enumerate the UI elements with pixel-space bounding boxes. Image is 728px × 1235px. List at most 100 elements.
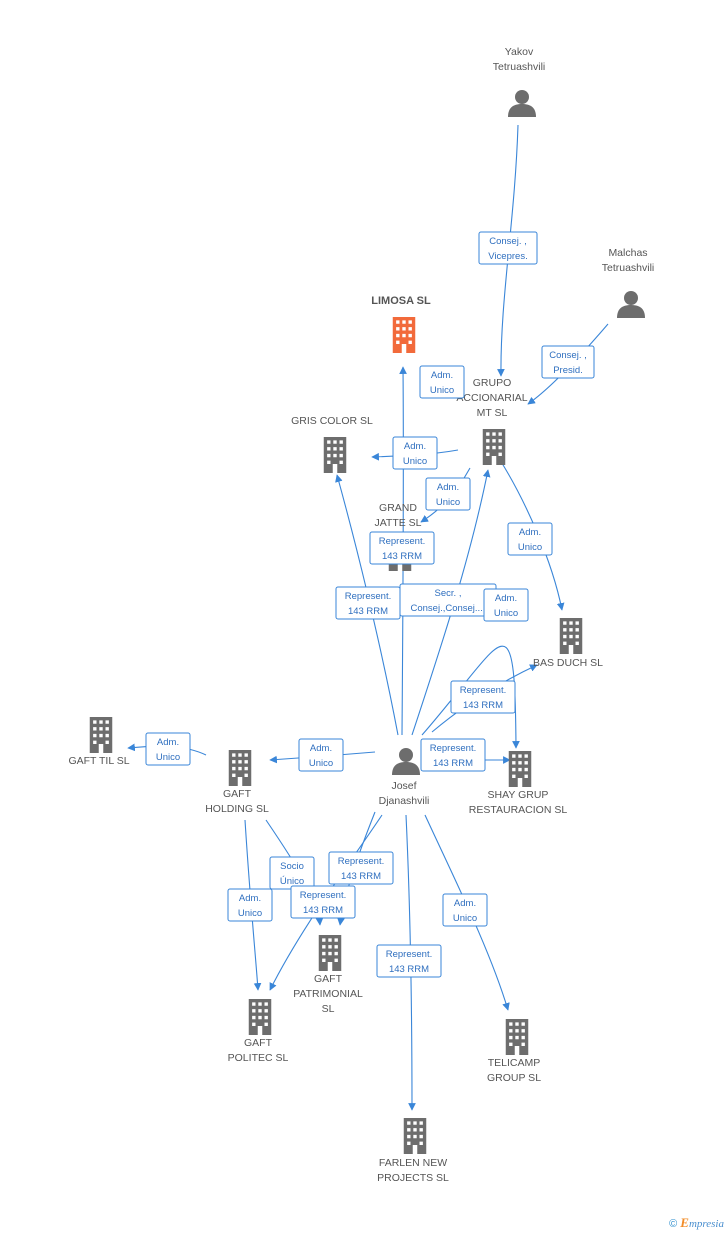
node-limosa[interactable]: LIMOSA SL: [371, 295, 431, 353]
node-label: GAFT TIL SL: [68, 755, 129, 767]
person-icon: [392, 748, 420, 775]
edge-label-line: Adm.: [404, 441, 426, 452]
edge-label-line: Adm.: [157, 737, 179, 748]
edge-label-line: 143 RRM: [389, 964, 429, 975]
edge-label-line: Adm.: [239, 893, 261, 904]
edge-label-line: Unico: [430, 385, 454, 396]
node-label: FARLEN NEW: [379, 1157, 447, 1169]
brand-footer: © Empresia: [669, 1215, 724, 1231]
edge-label-grupo-to-limosa[interactable]: Adm. Unico: [419, 365, 465, 399]
edge-label-line: Consej. ,: [549, 350, 587, 361]
edge-label-gafth-to-gaftpol[interactable]: Adm. Unico: [227, 888, 273, 922]
edge-label-line: Adm.: [310, 743, 332, 754]
edge-label-josef-to-basduch[interactable]: Represent.143 RRM: [450, 680, 516, 714]
edge-label-line: Unico: [518, 542, 542, 553]
node-grupo[interactable]: GRUPO ACCIONARIAL MT SL: [456, 377, 528, 465]
node-label: SL: [322, 1003, 335, 1015]
edge-label-box: [392, 436, 438, 470]
company-building-icon: [508, 751, 532, 787]
edge-label-line: 143 RRM: [463, 700, 503, 711]
node-label: TELICAMP: [488, 1057, 541, 1069]
node-gafttil[interactable]: GAFT TIL SL: [68, 717, 130, 767]
focus-company-icon: [392, 317, 416, 353]
node-label: GRUPO: [473, 377, 512, 389]
edge-label-line: 143 RRM: [348, 606, 388, 617]
edge-label-box: [483, 588, 529, 622]
edge-label-line: Represent.: [300, 890, 346, 901]
edge-label-josef-to-gafth[interactable]: Adm.Unico: [298, 738, 344, 772]
edge-label-line: Secr. ,: [435, 588, 462, 599]
edge-label-box: [450, 680, 516, 714]
edge-label-malchas-to-grupo[interactable]: Consej. , Presid.: [541, 345, 595, 379]
edge-label-line: Adm.: [454, 898, 476, 909]
node-label: BAS DUCH SL: [533, 657, 603, 669]
edge-label-line: Unico: [436, 497, 460, 508]
edge-label-line: Consej. ,: [489, 236, 527, 247]
edge-label-josef-to-gris[interactable]: Represent. 143 RRM: [335, 586, 401, 620]
edge-label-josef-to-farlen[interactable]: Represent.143 RRM: [376, 944, 442, 978]
edge-label-gafth-to-gafttil[interactable]: Adm.Unico: [145, 732, 191, 766]
node-label: Malchas: [608, 247, 647, 259]
edge-label-line: Consej.,Consej....: [411, 603, 486, 614]
node-telicamp[interactable]: TELICAMP GROUP SL: [487, 1019, 541, 1084]
node-label: Tetruashvili: [602, 262, 655, 274]
edge-label-line: 143 RRM: [341, 871, 381, 882]
edge-label-line: 143 RRM: [303, 905, 343, 916]
brand-initial: E: [680, 1215, 689, 1230]
edge-label-line: Represent.: [345, 591, 391, 602]
edge-label-box: [442, 893, 488, 927]
edge-label-grupo-to-gris[interactable]: Adm.Unico: [392, 436, 438, 470]
node-label: JATTE SL: [374, 517, 421, 529]
edge-labels-layer: Consej. ,Vicepres.Consej. ,Presid.Adm.Un…: [145, 231, 595, 978]
edge-label-josef-to-shay[interactable]: Adm.Unico: [483, 588, 529, 622]
edge-label-box: [145, 732, 191, 766]
company-building-icon: [403, 1118, 427, 1154]
person-icon: [508, 90, 536, 117]
edge-label-josef-to-shay[interactable]: Represent.143 RRM: [420, 738, 486, 772]
edge-gafth-to-gaftpol: [244, 819, 262, 991]
brand-name: mpresia: [688, 1218, 724, 1230]
edge-label-grupo-to-grand[interactable]: Adm.Unico: [425, 477, 471, 511]
edge-label-box: [507, 522, 553, 556]
edge-label-line: Unico: [453, 913, 477, 924]
edge-label-box: [541, 345, 595, 379]
edge-label-yakov-to-grupo[interactable]: Consej. , Vicepres.: [478, 231, 538, 265]
node-basduch[interactable]: BAS DUCH SL: [533, 618, 603, 669]
node-label: GROUP SL: [487, 1072, 541, 1084]
edge-label-line: Unico: [238, 908, 262, 919]
copyright-symbol: ©: [669, 1218, 678, 1230]
edge-label-line: Represent.: [379, 536, 425, 547]
edge-label-line: Único: [280, 876, 304, 887]
node-label: ACCIONARIAL: [456, 392, 527, 404]
edge-label-line: Vicepres.: [488, 251, 527, 262]
edge-label-box: [290, 885, 356, 919]
edge-label-josef-to-telicamp[interactable]: Adm. Unico: [442, 893, 488, 927]
node-label: MT SL: [477, 407, 508, 419]
edge-label-line: 143 RRM: [382, 551, 422, 562]
company-building-icon: [228, 750, 252, 786]
node-gris[interactable]: GRIS COLOR SL: [291, 415, 373, 473]
edge-label-box: [369, 531, 435, 565]
company-building-icon: [318, 935, 342, 971]
company-building-icon: [89, 717, 113, 753]
edge-label-josef-to-gaftpol[interactable]: Represent. 143 RRM: [290, 885, 356, 919]
edge-label-grupo-to-basduch[interactable]: Adm.Unico: [507, 522, 553, 556]
edge-label-josef-to-gaftpat[interactable]: Represent.143 RRM: [328, 851, 394, 885]
company-building-icon: [559, 618, 583, 654]
edge-label-line: Adm.: [431, 370, 453, 381]
edge-label-box: [420, 738, 486, 772]
edge-label-josef-to-limosa[interactable]: Represent. 143 RRM: [369, 531, 435, 565]
edge-label-josef-to-grupo[interactable]: Secr. , Consej.,Consej....: [399, 583, 497, 617]
edge-label-line: Presid.: [553, 365, 583, 376]
edge-label-box: [227, 888, 273, 922]
